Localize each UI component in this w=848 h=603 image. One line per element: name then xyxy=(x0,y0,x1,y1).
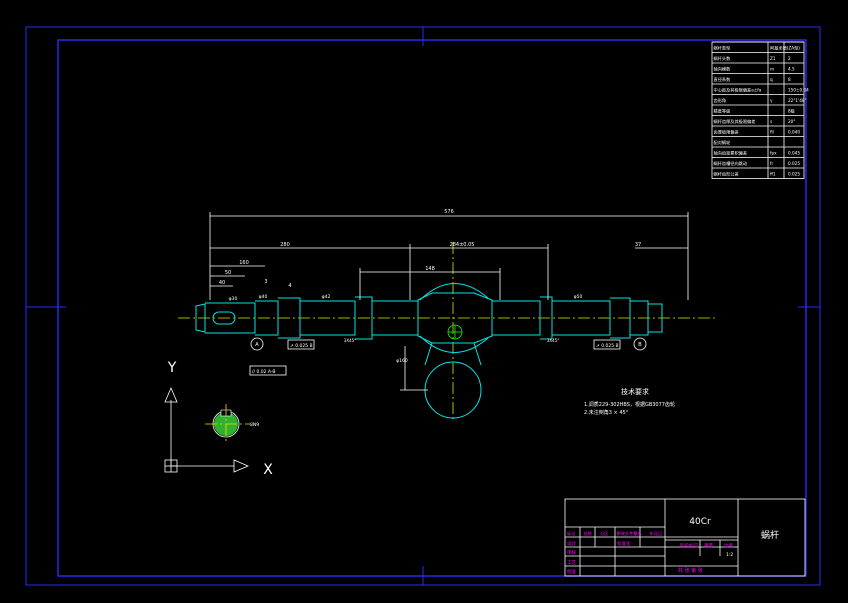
param-label: 蜗杆齿厚及其极限偏差 xyxy=(714,118,756,125)
param-value: 8级 xyxy=(788,108,796,115)
title-stage: 阶段标记 xyxy=(680,542,698,549)
param-value: 2 xyxy=(788,56,791,61)
title-block xyxy=(564,498,806,577)
title-check: 审核 xyxy=(567,549,576,556)
dim-diameter-4: φ50 xyxy=(574,294,583,300)
title-ratio-value: 1:2 xyxy=(726,552,733,558)
param-symbol: m xyxy=(770,67,774,72)
title-ratio: 比例 xyxy=(724,542,733,549)
param-label: 蜗杆齿槽径向跳动 xyxy=(714,160,748,167)
shaft-outline xyxy=(195,283,663,419)
param-value: 0.045 xyxy=(788,151,800,156)
title-label-5: 签名 xyxy=(633,530,641,537)
param-label: 轴向模数 xyxy=(714,66,732,73)
param-symbol: γ xyxy=(770,98,773,103)
title-label-6: 年月日 xyxy=(650,530,663,537)
param-label: 直径系数 xyxy=(714,76,732,83)
thread-section-marks xyxy=(447,324,463,340)
dim-chamfer-left: 3X45° xyxy=(344,338,356,343)
title-label-4: 更改文件号 xyxy=(617,530,638,537)
title-approve: 批准 xyxy=(567,568,576,575)
material-text: 40Cr xyxy=(689,517,711,527)
dim-key-position: 40 xyxy=(219,280,225,286)
param-value: 150±0.04 xyxy=(788,88,809,93)
param-symbol: fpx xyxy=(770,151,777,156)
param-symbol: fll xyxy=(770,130,774,135)
title-process: 工艺 xyxy=(567,560,576,566)
runout-frame-right xyxy=(593,339,621,350)
param-label: 轴向齿距累积偏差 xyxy=(714,150,748,157)
runout-right-text: ↗ 0.025 B xyxy=(596,343,619,349)
param-value: 阿基米德(ZA型) xyxy=(770,45,800,52)
tech-note-2: 2.未注倒角3 × 45° xyxy=(584,409,629,416)
param-value: 22°1'48" xyxy=(788,98,807,103)
dim-middle: 284±0.05 xyxy=(450,242,475,248)
param-symbol: q xyxy=(770,77,773,82)
dim-left: 280 xyxy=(280,242,290,248)
title-design: 设计 xyxy=(567,540,576,547)
dim-diameter-3: φ42 xyxy=(322,294,331,300)
datum-b-label: B xyxy=(638,342,642,348)
part-name-text: 蜗杆 xyxy=(761,529,779,541)
param-symbol: s xyxy=(770,119,772,124)
param-symbol: ff1 xyxy=(770,172,776,177)
dim-diameter-1: φ30 xyxy=(229,296,238,302)
param-value: 0.025 xyxy=(788,161,800,166)
dim-shoulder: 160 xyxy=(239,260,249,266)
param-symbol: fr xyxy=(770,161,773,166)
dim-r1: 3 xyxy=(264,279,267,285)
title-sheet: 共 张 第 张 xyxy=(678,567,703,574)
param-label: 配对蜗轮 xyxy=(714,139,732,146)
dim-diameter-2: φ40 xyxy=(259,294,268,300)
datum-a-circle xyxy=(250,337,264,351)
param-label: 蜗杆头数 xyxy=(714,55,732,62)
tech-note-1: 1.调质229-302HBS，根据GB3077齿轮 xyxy=(584,401,675,408)
dim-pitch-diameter: φ160 xyxy=(396,358,408,364)
param-label: 中心距及其极限偏差a±fa xyxy=(714,87,762,94)
tech-requirements-title: 技术要求 xyxy=(621,387,649,396)
dim-thread: 148 xyxy=(425,266,435,272)
title-label-1: 标记 xyxy=(567,530,576,537)
param-label: 齿厚极限偏差 xyxy=(714,129,739,136)
param-label: 蜗杆类型 xyxy=(714,45,731,52)
dimension-lines xyxy=(209,212,689,391)
param-label: 齿形角 xyxy=(714,97,727,104)
sheet-inner-border xyxy=(57,39,807,577)
ucs-icon xyxy=(164,386,250,473)
title-weight: 重量 xyxy=(704,542,713,549)
tolerance-frame-key xyxy=(249,365,287,376)
param-value: 4.5 xyxy=(788,67,795,72)
param-value: 8 xyxy=(788,77,791,82)
keyway-section-view xyxy=(205,404,250,444)
datum-b-circle xyxy=(633,337,647,351)
ucs-y-label: Y xyxy=(167,360,177,376)
runout-frame-left xyxy=(287,339,315,350)
param-value: 0.040 xyxy=(788,130,800,135)
dim-r2: 4 xyxy=(288,283,291,289)
dim-keyway-length: 50 xyxy=(225,270,231,276)
worm-parameter-table: 蜗杆类型 阿基米德(ZA型) 蜗杆头数 Z1 2 轴向模数 m 4.5 直径系数 q 8 中心距及其极… xyxy=(711,41,809,179)
param-label: 精度等级 xyxy=(714,108,732,115)
ucs-x-label: X xyxy=(263,462,273,478)
title-standard: 标准化 xyxy=(617,540,631,547)
dim-overall: 576 xyxy=(444,209,454,215)
runout-left-text: ↗ 0.025 B xyxy=(290,343,313,349)
param-label: 蜗杆齿形公差 xyxy=(714,171,739,178)
tolerance-key-text: // 0.02 A-B xyxy=(252,369,275,375)
datum-a-label: A xyxy=(255,342,259,348)
title-label-2: 处数 xyxy=(584,530,593,537)
param-symbol: Z1 xyxy=(770,56,776,61)
title-label-3: 分区 xyxy=(600,530,608,537)
param-value: 20° xyxy=(788,119,795,124)
dim-tail: 37 xyxy=(635,242,641,248)
sheet-outer-border xyxy=(25,26,821,586)
dim-chamfer-right: 3X45° xyxy=(547,338,559,343)
section-dimension: 8N9 xyxy=(250,422,259,428)
param-value: 0.025 xyxy=(788,172,800,177)
